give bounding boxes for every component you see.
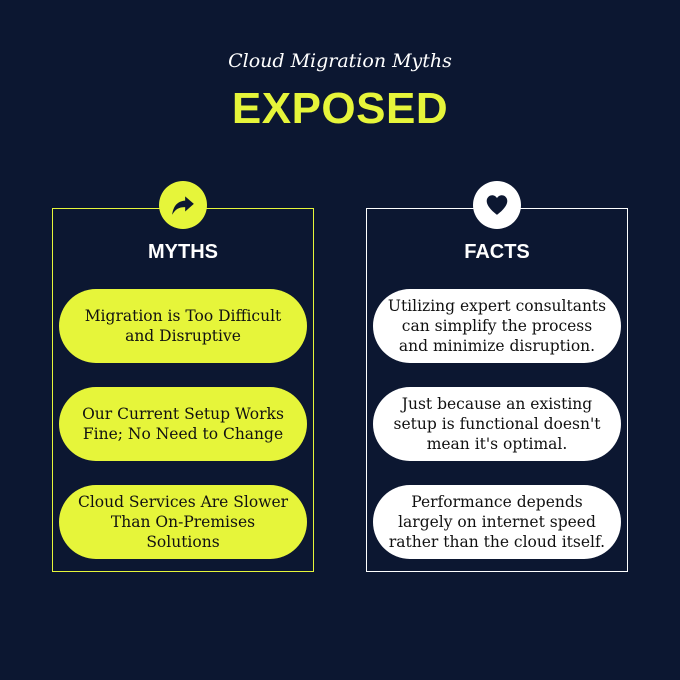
subtitle: Cloud Migration Myths xyxy=(228,50,452,72)
myth-item: Cloud Services Are Slower Than On-Premis… xyxy=(59,485,307,559)
fact-item: Utilizing expert consultants can simplif… xyxy=(373,289,621,363)
facts-heading: FACTS xyxy=(464,241,530,263)
fact-item: Performance depends largely on internet … xyxy=(373,485,621,559)
share-arrow-icon xyxy=(159,181,207,229)
heart-icon xyxy=(473,181,521,229)
myth-item: Migration is Too Difficult and Disruptiv… xyxy=(59,289,307,363)
myths-panel: MYTHS Migration is Too Difficult and Dis… xyxy=(52,181,314,572)
myth-item: Our Current Setup Works Fine; No Need to… xyxy=(59,387,307,461)
facts-panel: FACTS Utilizing expert consultants can s… xyxy=(366,181,628,572)
page-title: EXPOSED xyxy=(231,84,449,133)
myths-heading: MYTHS xyxy=(148,241,218,263)
fact-item: Just because an existing setup is functi… xyxy=(373,387,621,461)
